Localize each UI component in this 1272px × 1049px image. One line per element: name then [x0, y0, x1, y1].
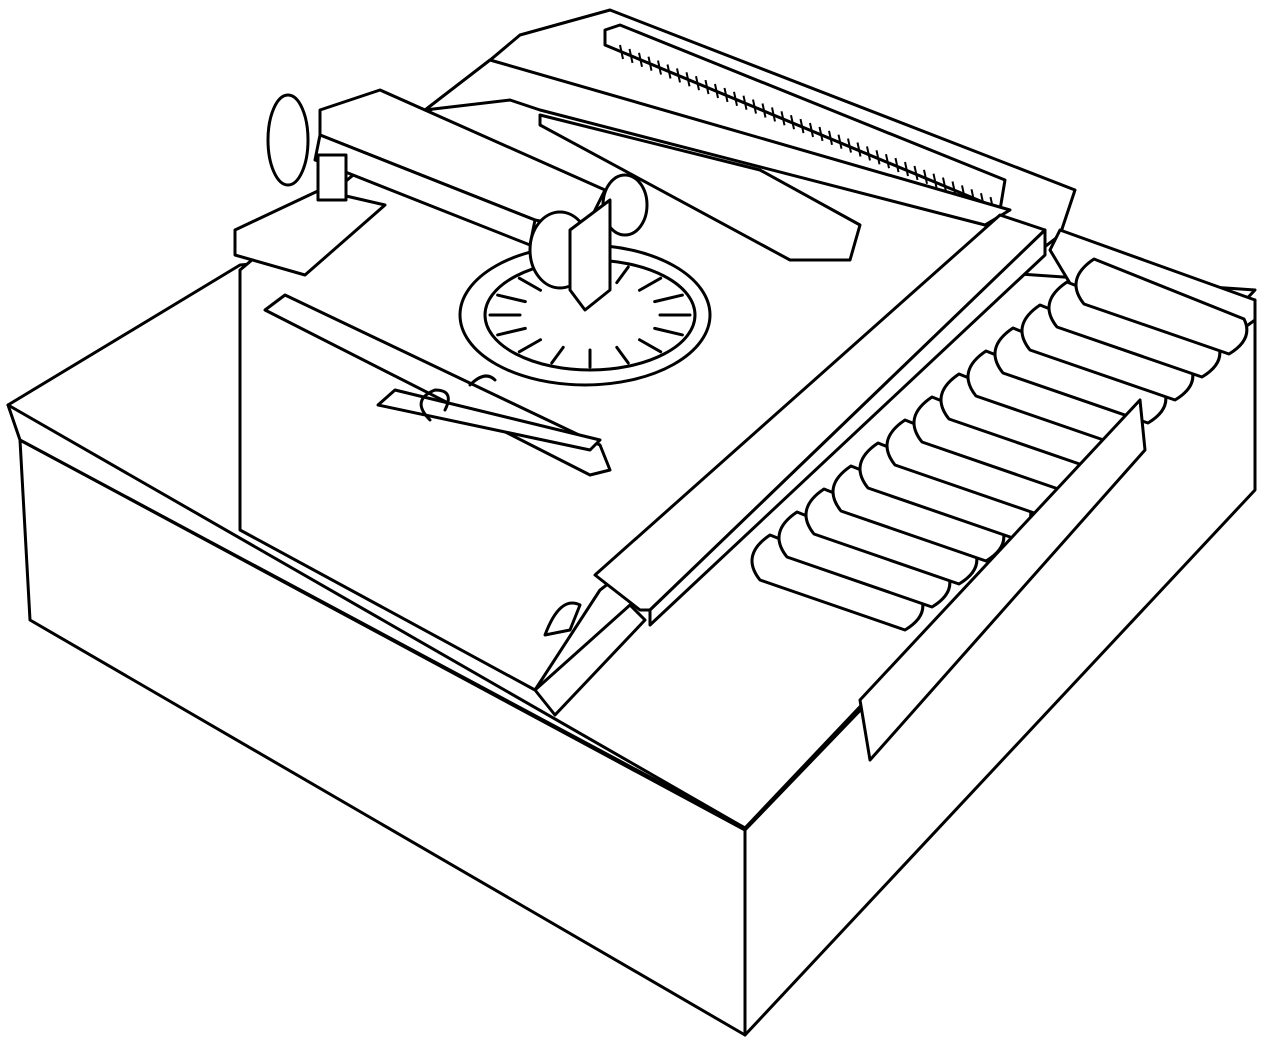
guide-plates	[263, 293, 612, 477]
rack-tooth	[704, 79, 710, 95]
rack-tooth	[723, 87, 729, 103]
spoke	[615, 345, 630, 365]
spoke	[517, 338, 543, 354]
key-front-rail	[858, 398, 1147, 762]
type-wheel	[458, 173, 712, 387]
rack-tooth	[875, 150, 881, 165]
rack-tooth	[628, 48, 634, 64]
platen-arm	[233, 88, 607, 277]
rack-tooth	[799, 118, 805, 134]
rack-tooth	[752, 99, 757, 114]
rack-tooth	[809, 122, 814, 138]
rack-tooth	[771, 107, 776, 122]
rack-tooth	[923, 169, 928, 185]
rack-tooth	[913, 165, 919, 181]
rack-tooth	[780, 111, 786, 126]
keyboard	[750, 257, 1249, 632]
spoke	[637, 276, 663, 292]
spoke	[615, 265, 630, 285]
spoke	[550, 345, 565, 365]
rack-tooth	[932, 173, 938, 188]
rack-tooth	[942, 177, 947, 192]
rack-tooth	[885, 153, 890, 169]
rack-tooth	[856, 142, 862, 157]
rack-tooth	[790, 114, 795, 130]
rack-tooth	[657, 60, 662, 75]
rack-tooth	[619, 44, 624, 60]
rack-tooth	[761, 103, 767, 118]
rack-tooth	[904, 161, 909, 177]
rack-tooth	[695, 75, 700, 91]
rack-tooth	[837, 134, 843, 149]
rack-tooth	[666, 64, 672, 79]
key-lever	[1074, 257, 1249, 356]
spoke	[496, 293, 527, 304]
spoke	[496, 326, 527, 337]
spoke	[653, 293, 684, 304]
rack-tooth	[676, 68, 681, 83]
spoke	[653, 326, 684, 337]
rack-tooth	[733, 91, 738, 107]
rack-tooth	[685, 72, 691, 87]
rack-tooth	[847, 138, 852, 153]
rack-tooth	[638, 52, 643, 68]
key	[1074, 257, 1249, 356]
rack-tooth	[866, 146, 871, 161]
wheel	[266, 93, 310, 187]
rack-tooth	[894, 157, 900, 173]
carriage-bar	[533, 213, 1047, 717]
carriage-rail	[423, 58, 1012, 262]
rack-tooth	[828, 130, 833, 146]
rack-tooth	[818, 126, 824, 142]
rack-tooth	[742, 95, 748, 110]
spoke	[637, 338, 663, 354]
spoke	[517, 276, 543, 292]
rack-tooth	[714, 83, 719, 99]
rack-tooth	[647, 56, 653, 71]
